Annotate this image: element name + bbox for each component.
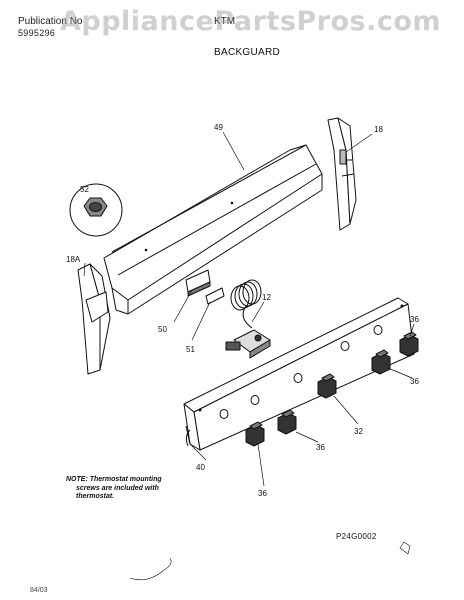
stray-mark (129, 557, 172, 581)
watermark: AppliancePartsPros.com (60, 6, 442, 37)
thermostat-note: NOTE: Thermostat mounting screws are inc… (66, 476, 162, 502)
knob-36-lower-left (245, 421, 265, 447)
part-51-spacer (205, 287, 225, 305)
callout-50: 50 (158, 325, 167, 334)
callout-49: 49 (214, 123, 223, 132)
callout-18: 18 (374, 125, 383, 134)
part-40-control-panel (183, 297, 415, 451)
part-12-thermostat (225, 279, 271, 359)
note-line-1: NOTE: Thermostat mounting (66, 476, 162, 483)
knob-32-center (317, 373, 337, 399)
callout-36-upper: 36 (410, 315, 419, 324)
figure-code: P24G0002 (336, 532, 377, 541)
footer-code: 84/03 (30, 587, 48, 594)
part-52-detail-nut (69, 183, 123, 237)
callout-36-lower: 36 (316, 443, 325, 452)
callout-51: 51 (186, 345, 195, 354)
section-title: BACKGUARD (214, 47, 281, 58)
model-number: KTM (214, 16, 236, 27)
callout-32: 32 (354, 427, 363, 436)
callout-52: 52 (80, 185, 89, 194)
callout-36-right: 36 (410, 377, 419, 386)
leader-lines (83, 131, 415, 487)
note-line-2: screws are included with (76, 484, 159, 492)
part-18a-left-end-cap (77, 263, 111, 375)
publication-label: Publication No (18, 16, 83, 27)
callout-40: 40 (196, 463, 205, 472)
knob-36-lower-center (277, 409, 297, 435)
publication-number: 5995296 (18, 28, 56, 38)
callout-36-bottom: 36 (258, 489, 267, 498)
callout-12: 12 (262, 293, 271, 302)
part-18-right-end-cap (327, 117, 357, 231)
part-50-label-clip (185, 269, 211, 297)
part-49-backguard-panel (103, 144, 323, 315)
callout-18a: 18A (66, 255, 81, 264)
note-line-3: thermostat. (76, 493, 115, 500)
page-header: Publication No 5995296 KTM BACKGUARD (0, 0, 464, 60)
corner-mark (399, 541, 411, 555)
